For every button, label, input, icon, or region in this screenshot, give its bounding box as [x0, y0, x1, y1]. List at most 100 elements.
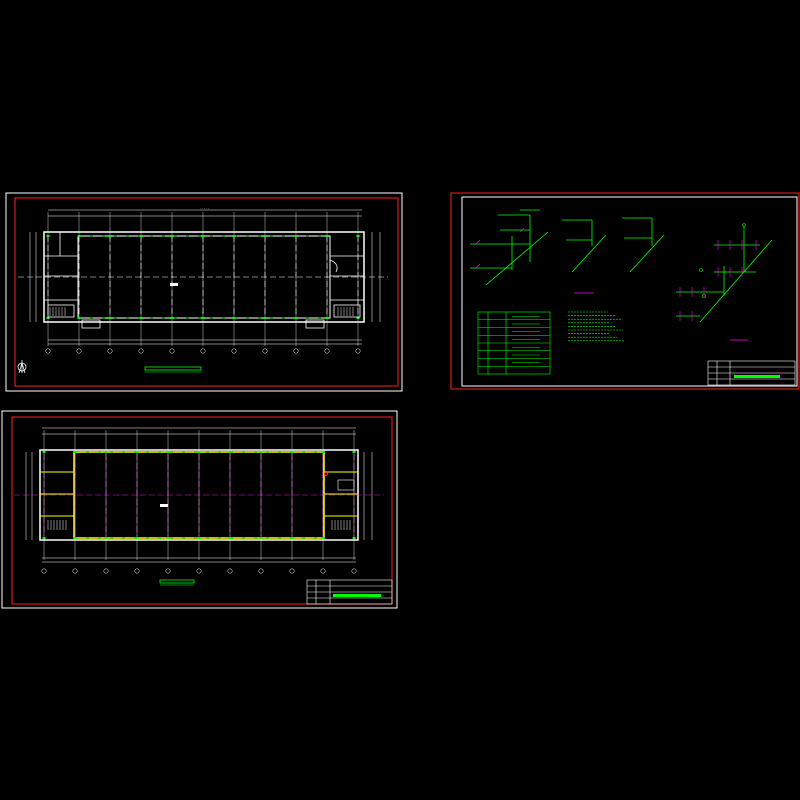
sheet-piping-system: · ·: [450, 192, 800, 390]
grid-bubble: [41, 568, 47, 574]
column-marker: [73, 451, 77, 453]
grid-bubble: [351, 568, 357, 574]
isometric-diagram-4-fixtures: [679, 223, 757, 321]
sheet-2-outer-frame: [1, 410, 398, 609]
grid-bubble: [289, 568, 295, 574]
sheet-1-stair-hatch: [49, 307, 354, 316]
column-marker: [290, 451, 294, 453]
column-marker: [46, 235, 50, 237]
column-marker: [263, 317, 267, 319]
sheet-1-overall-dimension: ·····: [200, 206, 209, 210]
legend-table: [477, 311, 551, 375]
column-marker: [259, 451, 263, 453]
sheet-2-left-rooms: [40, 471, 74, 517]
grid-bubble: [200, 348, 206, 354]
column-marker: [166, 537, 170, 539]
column-marker: [104, 451, 108, 453]
column-marker: [104, 537, 108, 539]
isometric-diagram-3: [622, 217, 665, 273]
column-marker: [42, 537, 46, 539]
sheet-floor-plan-2: [1, 410, 398, 609]
isometric-diagram-2: [562, 219, 607, 273]
column-marker: [197, 537, 201, 539]
column-marker: [42, 451, 46, 453]
north-arrow-icon: [17, 360, 27, 374]
grid-bubble: [103, 568, 109, 574]
column-marker: [356, 317, 360, 319]
grid-bubble: [134, 568, 140, 574]
sheet-2-room-marker: [160, 504, 168, 507]
column-marker: [356, 235, 360, 237]
column-marker: [46, 317, 50, 319]
column-marker: [352, 537, 356, 539]
grid-bubble: [45, 348, 51, 354]
column-marker: [325, 317, 329, 319]
sheet-2-axis-grid: [14, 430, 384, 574]
column-marker: [321, 451, 325, 453]
grid-bubble: [324, 348, 330, 354]
column-marker: [77, 317, 81, 319]
grid-bubble: [320, 568, 326, 574]
column-marker: [263, 235, 267, 237]
column-marker: [228, 537, 232, 539]
column-marker: [73, 537, 77, 539]
grid-bubble: [231, 348, 237, 354]
column-marker: [325, 235, 329, 237]
sheet-1-plan-title-bar: [144, 366, 202, 371]
column-marker: [232, 235, 236, 237]
grid-bubble: [227, 568, 233, 574]
column-marker: [135, 537, 139, 539]
column-marker: [108, 235, 112, 237]
column-marker: [201, 317, 205, 319]
legend-heading: · ·: [508, 303, 514, 307]
grid-bubble: [169, 348, 175, 354]
column-marker: [108, 317, 112, 319]
sheet-2-stair-hatch: [47, 520, 351, 530]
sheet-1-right-rooms: [329, 255, 364, 318]
column-marker: [77, 235, 81, 237]
column-marker: [170, 235, 174, 237]
grid-bubble: [72, 568, 78, 574]
grid-bubble: [293, 348, 299, 354]
sheet-1-room-marker: [170, 283, 178, 286]
sheet-floor-plan-1: ·····: [5, 192, 403, 392]
sheet-1-outer-frame: [5, 192, 403, 392]
sheet-2-right-rooms: [324, 471, 358, 517]
column-marker: [197, 451, 201, 453]
sheet-3-inner-frame: [461, 196, 798, 387]
grid-bubble: [262, 348, 268, 354]
column-marker: [139, 235, 143, 237]
sheet-1-inner-frame: [14, 197, 399, 387]
column-marker: [166, 451, 170, 453]
column-marker: [321, 537, 325, 539]
column-marker: [228, 451, 232, 453]
sheet-1-left-rooms: [44, 232, 78, 318]
sheet-2-inner-frame: [11, 416, 393, 605]
column-marker: [352, 451, 356, 453]
column-marker: [294, 317, 298, 319]
grid-bubble: [196, 568, 202, 574]
sheet-3-outer-frame: [450, 192, 800, 390]
sheet-1-entrances: [81, 319, 325, 329]
grid-bubble: [76, 348, 82, 354]
column-marker: [201, 235, 205, 237]
grid-bubble: [165, 568, 171, 574]
column-marker: [170, 317, 174, 319]
notes-block: [568, 311, 624, 342]
column-marker: [232, 317, 236, 319]
grid-bubble: [258, 568, 264, 574]
sheet-1-axis-grid: [18, 212, 388, 354]
column-marker: [290, 537, 294, 539]
column-marker: [139, 317, 143, 319]
sheet-2-plan-title-bar: [159, 579, 195, 584]
grid-bubble: [355, 348, 361, 354]
column-marker: [135, 451, 139, 453]
column-marker: [294, 235, 298, 237]
grid-bubble: [138, 348, 144, 354]
sheet-3-title-block: [707, 360, 796, 386]
column-marker: [259, 537, 263, 539]
grid-bubble: [107, 348, 113, 354]
isometric-diagram-1: [470, 209, 549, 286]
diagram-caption-marks: [574, 292, 748, 341]
